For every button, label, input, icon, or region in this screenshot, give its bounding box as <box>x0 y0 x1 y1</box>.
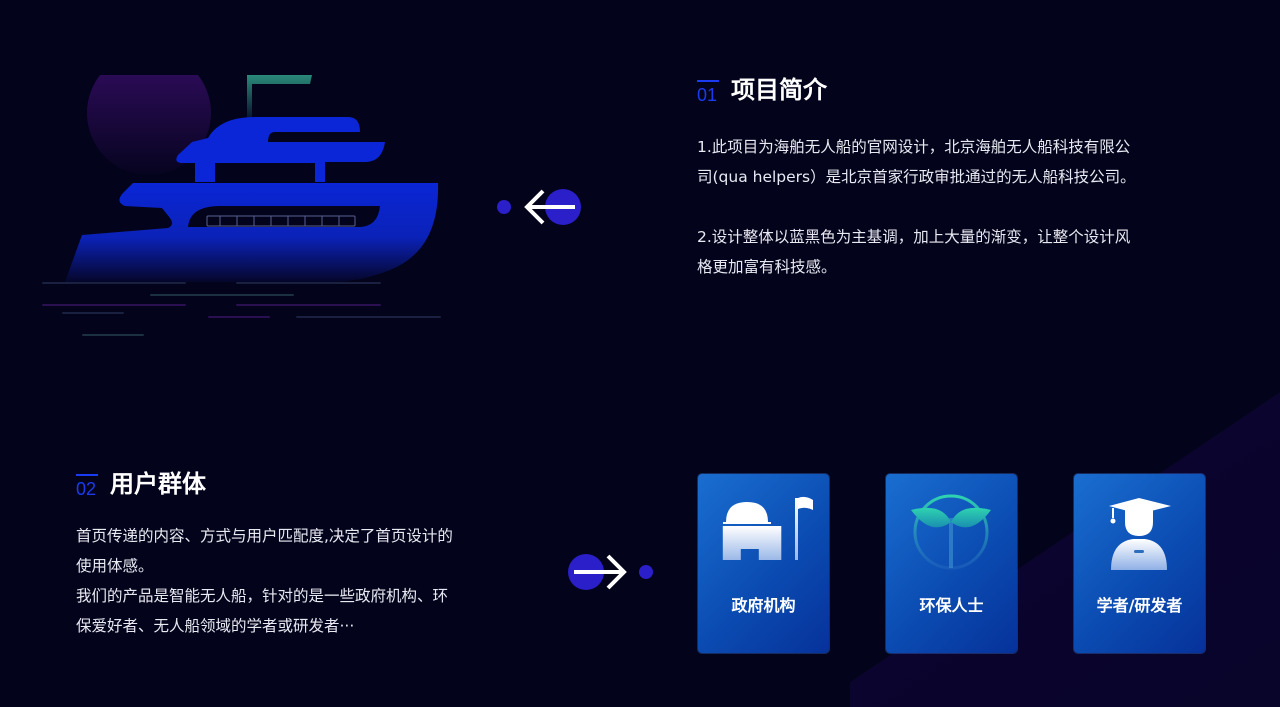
text-line: 首页传递的内容、方式与用户匹配度,决定了首页设计的 <box>76 527 453 545</box>
text-line <box>697 192 1217 222</box>
number-accent-bar <box>697 80 719 82</box>
arrow-left-icon <box>497 189 581 225</box>
card-environmentalist[interactable]: 环保人士 <box>886 474 1017 653</box>
section-header-intro: 01 项目简介 <box>697 76 827 104</box>
ship-icon <box>42 75 441 336</box>
users-paragraph: 首页传递的内容、方式与用户匹配度,决定了首页设计的 使用体感。 我们的产品是智能… <box>76 521 526 641</box>
card-label: 政府机构 <box>731 596 796 615</box>
graduate-scholar-icon <box>1109 498 1171 570</box>
text-line: 司(qua helpers）是北京首家行政审批通过的无人船科技公司。 <box>697 168 1136 186</box>
card-government[interactable]: 政府机构 <box>698 474 829 653</box>
text-line: 格更加富有科技感。 <box>697 258 837 276</box>
arrow-right-icon <box>568 554 653 590</box>
ship-illustration <box>30 60 460 350</box>
text-line: 保爱好者、无人船领域的学者或研发者··· <box>76 617 355 635</box>
text-line: 使用体感。 <box>76 557 154 575</box>
section-number: 01 <box>697 85 718 105</box>
card-scholar[interactable]: 学者/研发者 <box>1074 474 1205 653</box>
section-title: 项目简介 <box>731 76 827 104</box>
section-number-wrap: 01 <box>697 80 719 105</box>
government-building-flag-icon <box>722 496 813 560</box>
sprout-leaf-icon <box>911 494 991 570</box>
text-line: 我们的产品是智能无人船，针对的是一些政府机构、环 <box>76 587 449 605</box>
card-label: 学者/研发者 <box>1096 596 1183 615</box>
section-number: 02 <box>76 479 97 499</box>
section-title: 用户群体 <box>110 470 206 498</box>
section-header-users: 02 用户群体 <box>76 470 206 498</box>
card-label: 环保人士 <box>919 596 984 615</box>
number-accent-bar <box>76 474 98 476</box>
arrow-right-connector <box>566 550 658 598</box>
arrow-left-connector <box>495 185 585 233</box>
intro-paragraph: 1.此项目为海舶无人船的官网设计，北京海舶无人船科技有限公 司(qua help… <box>697 132 1217 282</box>
text-line: 1.此项目为海舶无人船的官网设计，北京海舶无人船科技有限公 <box>697 138 1131 156</box>
text-line: 2.设计整体以蓝黑色为主基调，加上大量的渐变，让整个设计风 <box>697 228 1131 246</box>
section-number-wrap: 02 <box>76 474 98 499</box>
